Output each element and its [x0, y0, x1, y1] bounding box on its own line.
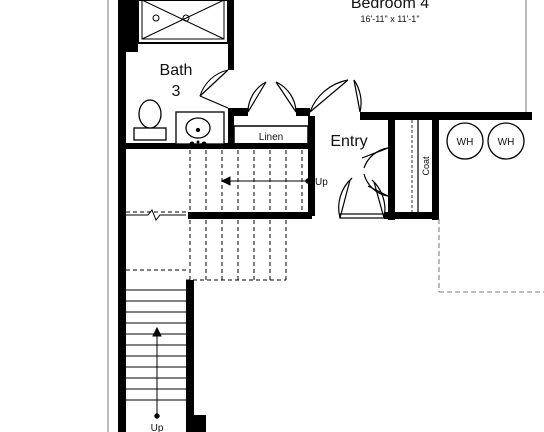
entry-door	[338, 177, 386, 219]
water-heater-2: WH	[487, 122, 525, 160]
outer-thin-walls	[107, 0, 527, 432]
upper-stairs-arrow	[220, 176, 311, 186]
bedroom4-name: Bedroom 4	[351, 0, 429, 12]
lower-stairs-arrow	[152, 326, 162, 419]
garage-outline	[438, 219, 544, 293]
bath-door	[199, 69, 229, 109]
svg-text:WH: WH	[457, 137, 474, 148]
lower-stairs	[126, 289, 186, 401]
coat-door	[361, 147, 389, 197]
linen-double-door	[247, 81, 297, 113]
shower-drain-icon	[182, 14, 190, 22]
linen-closet	[233, 125, 309, 145]
water-heater-1: WH	[446, 122, 484, 160]
entry-name: Entry	[330, 133, 367, 150]
toilet	[133, 99, 167, 141]
upper-stairs-label: Up	[315, 177, 328, 188]
shower-valve-icon	[152, 14, 160, 22]
bedroom-double-door	[309, 79, 362, 113]
bath3-name: Bath	[160, 62, 193, 79]
faucet-icon	[189, 140, 207, 147]
bath3-number: 3	[172, 83, 181, 100]
coat-name: Coat	[421, 156, 431, 176]
coat-closet-rod	[411, 120, 419, 212]
break-line	[126, 209, 186, 221]
sink-vanity	[175, 111, 225, 145]
lower-stairs-label: Up	[151, 423, 164, 432]
svg-text:WH: WH	[498, 137, 515, 148]
linen-name: Linen	[259, 132, 283, 143]
bedroom4-dims: 16'-11" x 11'-1"	[360, 14, 419, 24]
shower	[137, 0, 229, 44]
walls	[118, 0, 532, 432]
